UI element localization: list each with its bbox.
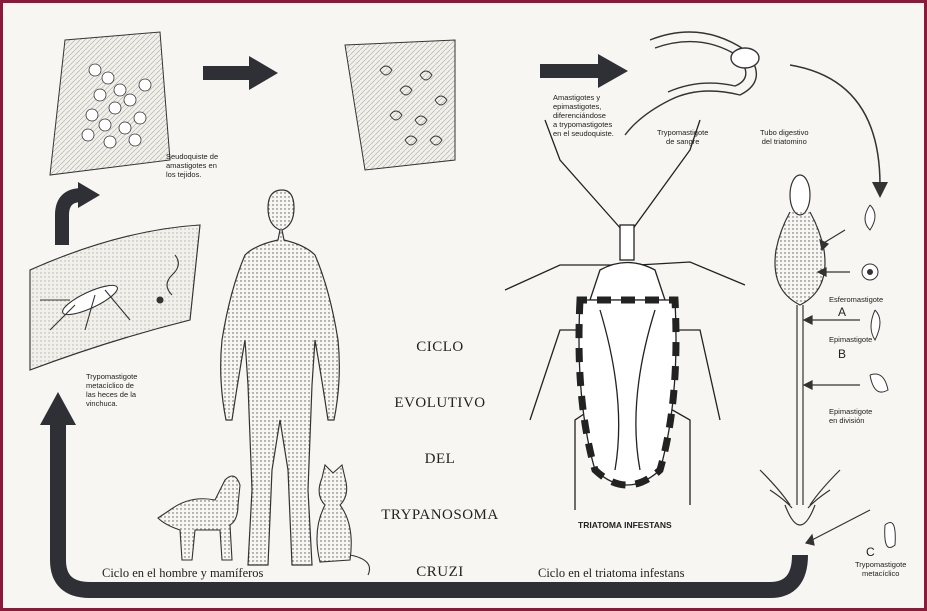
top-arrow-1-head	[249, 56, 278, 90]
label-trypo-metaciclico: Trypomastigote metacíclico	[855, 560, 906, 578]
blood-to-gut-arrowhead	[872, 182, 888, 198]
tissue-differentiating-illustration	[345, 40, 455, 170]
label-trypo-heces: Trypomastigote metacíclico de las heces …	[86, 372, 137, 408]
label-epimastigote-division: Epimastigote en división	[829, 407, 872, 425]
label-esferomastigote: Esferomastigote	[829, 295, 883, 304]
title-line-5: CRUZI	[380, 563, 500, 582]
tissue-seudoquiste-illustration	[50, 32, 170, 175]
top-arrow-2-shaft	[540, 64, 600, 78]
up-arrowhead	[78, 182, 100, 208]
human-figure-illustration	[221, 190, 340, 565]
blood-trypomastigote-illustration	[625, 32, 759, 135]
dog-illustration	[158, 476, 240, 560]
cat-illustration	[317, 465, 370, 575]
title-line-3: DEL	[380, 450, 500, 469]
skin-bug-illustration	[30, 225, 200, 370]
title-line-1: CICLO	[380, 338, 500, 357]
top-arrow-1-shaft	[203, 66, 251, 80]
label-trypo-sangre: Trypomastigote de sangre	[657, 128, 708, 146]
title-line-4: TRYPANOSOMA	[380, 506, 500, 525]
label-letter-c: C	[866, 545, 875, 559]
label-letter-b: B	[838, 347, 846, 361]
title-line-2: EVOLUTIVO	[380, 394, 500, 413]
label-ciclo-hombre: Ciclo en el hombre y mamíferos	[102, 566, 263, 581]
diagram-title: CICLO EVOLUTIVO DEL TRYPANOSOMA CRUZI	[380, 300, 500, 600]
label-letter-a: A	[838, 305, 846, 319]
label-tubo-digestivo: Tubo digestivo del triatomino	[760, 128, 809, 146]
label-amastigotes: Amastigotes y epimastigotes, diferencián…	[553, 93, 614, 138]
top-arrow-2-head	[598, 54, 628, 88]
label-triatoma: TRIATOMA INFESTANS	[578, 520, 672, 530]
triatoma-bug-illustration	[505, 120, 745, 510]
label-epimastigote: Epimastigote	[829, 335, 872, 344]
triatomine-gut-illustration	[760, 175, 840, 525]
label-seudoquiste: Seudoquiste de amastigotes en los tejido…	[166, 152, 218, 179]
cycle-return-arrowhead	[40, 392, 76, 425]
label-ciclo-triatoma: Ciclo en el triatoma infestans	[538, 566, 684, 581]
gut-stage-organisms	[862, 205, 895, 548]
blood-to-gut-arrow	[790, 65, 880, 185]
